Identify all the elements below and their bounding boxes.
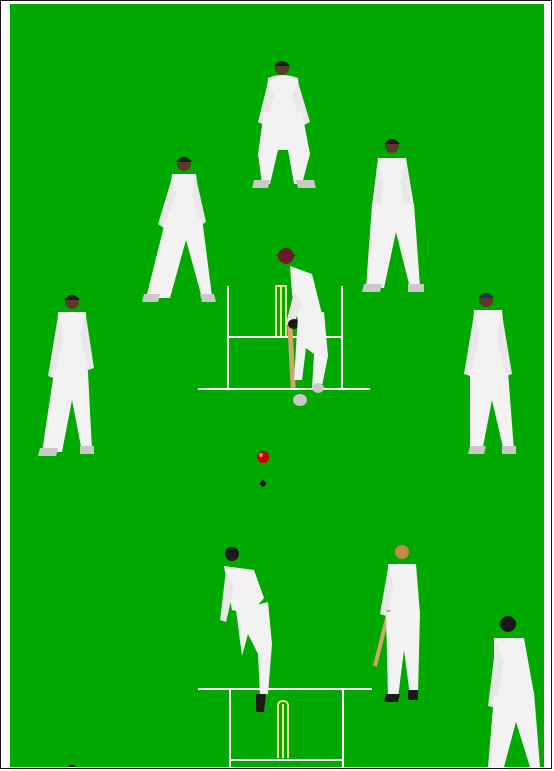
non-striking-batsman[interactable] [373,545,420,702]
fielder-right[interactable] [464,293,516,454]
cricket-field[interactable] [10,4,544,767]
bowler[interactable] [220,547,272,712]
slip-fielder-left[interactable] [142,157,216,302]
field-drawing [10,4,544,767]
partial-player-head [67,765,77,767]
fielder-bottom-right[interactable] [488,616,540,767]
batting-end-crease [198,286,370,390]
ball-highlight [259,453,263,457]
batsman-on-strike[interactable] [276,248,328,406]
wicket-keeper[interactable] [252,61,316,188]
bowling-end-stumps [278,701,288,758]
fielder-left[interactable] [38,295,94,456]
batting-end-stumps [275,286,287,336]
ball-shadow-marker [260,481,266,487]
slip-fielder-right[interactable] [362,139,424,292]
cricket-ball [257,451,269,463]
